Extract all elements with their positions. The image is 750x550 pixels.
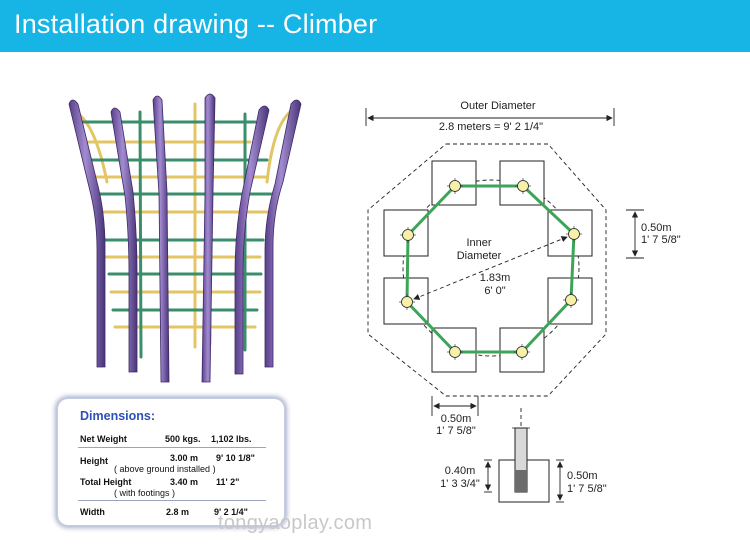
post-marker [399, 294, 415, 310]
width-imperial: 9' 2 1/4" [214, 507, 248, 517]
footing-bottom-dimension: 0.50m 1' 7 5/8" [431, 396, 479, 437]
height-imperial: 9' 10 1/8" [216, 453, 255, 463]
outer-diameter-label: Outer Diameter [460, 100, 536, 112]
post-depth-imperial: 1' 3 3/4" [440, 478, 480, 490]
outer-diameter-value: 2.8 meters = 9' 2 1/4" [439, 121, 543, 133]
total-height-imperial: 11' 2" [216, 477, 240, 487]
footing-side-metric: 0.50m [641, 222, 672, 234]
footing-square [431, 160, 477, 206]
width-metric: 2.8 m [166, 507, 190, 517]
post-depth-metric: 0.40m [445, 465, 476, 477]
page-title: Installation drawing -- Climber [14, 9, 378, 39]
total-height-metric: 3.40 m [170, 477, 199, 487]
watermark: tongyaoplay.com [218, 512, 373, 534]
inner-diameter-label-2: Diameter [457, 250, 502, 262]
inner-diameter-dimension: Inner Diameter 1.83m 6' 0" [413, 236, 568, 300]
inner-diameter-imperial: 6' 0" [484, 285, 505, 297]
footing-side-imperial: 1' 7 5/8" [641, 234, 681, 246]
post-marker [447, 178, 463, 194]
footing-depth-imperial: 1' 7 5/8" [567, 483, 607, 495]
footing-bottom-metric: 0.50m [441, 413, 472, 425]
height-note: ( above ground installed ) [114, 464, 216, 474]
height-metric: 3.00 m [170, 453, 199, 463]
net-weight-metric: 500 kgs. [165, 434, 201, 444]
post-marker [447, 344, 463, 360]
net-weight-label: Net Weight [80, 434, 127, 444]
width-label: Width [80, 507, 105, 517]
dimensions-title: Dimensions: [80, 409, 156, 423]
footing-section-view: 0.40m 1' 3 3/4" 0.50m 1' 7 5/8" [440, 408, 607, 503]
divider [78, 447, 266, 448]
post-marker [566, 226, 582, 242]
footing-squares [383, 160, 593, 373]
post-marker [400, 227, 416, 243]
post-markers [399, 178, 582, 360]
outer-diameter-dimension: Outer Diameter 2.8 meters = 9' 2 1/4" [365, 100, 615, 133]
title-bar: Installation drawing -- Climber [0, 0, 750, 52]
post-marker [563, 292, 579, 308]
divider [78, 500, 266, 501]
post-marker [515, 178, 531, 194]
total-height-label: Total Height [80, 477, 132, 487]
net-weight-imperial: 1,102 lbs. [211, 434, 252, 444]
footing-bottom-imperial: 1' 7 5/8" [436, 425, 476, 437]
total-height-note: ( with footings ) [114, 488, 176, 498]
height-label: Height [80, 456, 108, 466]
footing-side-dimension: 0.50m 1' 7 5/8" [626, 209, 681, 259]
inner-dashed-circle [402, 179, 580, 357]
climber-illustration [45, 82, 320, 387]
inner-diameter-label-1: Inner [466, 237, 491, 249]
inner-diameter-metric: 1.83m [480, 272, 511, 284]
installation-diagram: Outer Diameter 2.8 meters = 9' 2 1/4" In… [365, 100, 681, 503]
footing-depth-metric: 0.50m [567, 470, 598, 482]
outer-octagon [367, 143, 607, 397]
green-frame-ring [405, 184, 576, 354]
dimensions-card: Dimensions: Net Weight 500 kgs. 1,102 lb… [58, 399, 284, 525]
post-marker [514, 344, 530, 360]
